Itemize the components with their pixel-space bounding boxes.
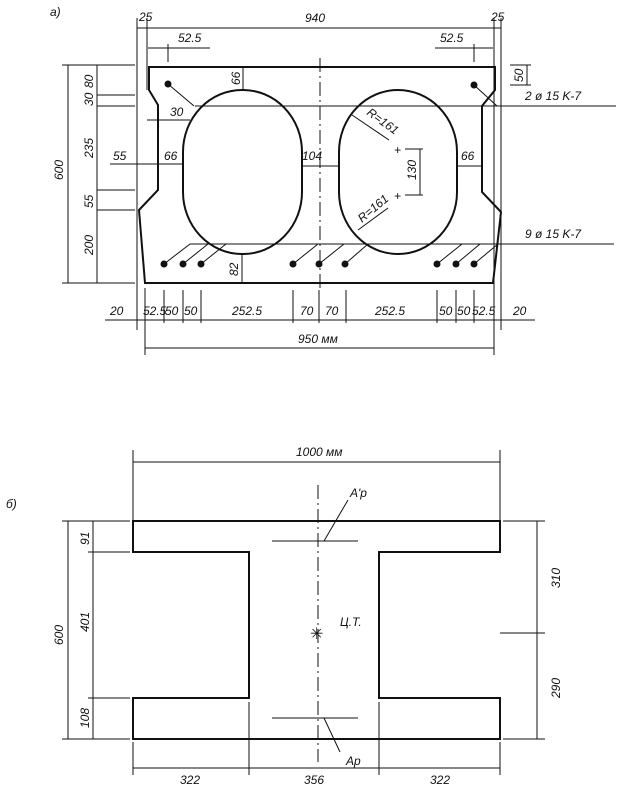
dim-108: 108 bbox=[78, 708, 92, 728]
dim-50-top: 50 bbox=[512, 68, 526, 82]
dim-30: 30 bbox=[82, 92, 96, 106]
dim-bottom: 20 bbox=[109, 304, 124, 318]
dim-bottom: 70 bbox=[300, 304, 314, 318]
center-cross-icon: + bbox=[394, 143, 401, 157]
dim-30-chamfer: 30 bbox=[170, 105, 184, 119]
dim-bottom: 50 bbox=[457, 304, 471, 318]
dim-401: 401 bbox=[78, 612, 92, 632]
bottom-strands bbox=[160, 243, 499, 268]
center-cross-icon: + bbox=[394, 189, 401, 203]
dim-235: 235 bbox=[82, 138, 96, 159]
dim-950: 950 мм bbox=[298, 332, 338, 346]
dim-bottom: 252.5 bbox=[374, 304, 405, 318]
dim-322-right: 322 bbox=[430, 773, 450, 787]
dim-600: 600 bbox=[52, 160, 66, 180]
dim-66-top: 66 bbox=[229, 71, 243, 85]
dim-bottom: 50 bbox=[165, 304, 179, 318]
dim-52-5-left: 52.5 bbox=[178, 31, 202, 45]
dim-356: 356 bbox=[304, 773, 324, 787]
label-ap-top: A'p bbox=[349, 486, 367, 500]
dim-52-5-right: 52.5 bbox=[440, 31, 464, 45]
dim-1000: 1000 мм bbox=[296, 445, 342, 459]
radius-top: R=161 bbox=[364, 105, 401, 137]
dim-bottom: 20 bbox=[512, 304, 527, 318]
i-section-outline bbox=[132, 520, 501, 740]
dim-940: 940 bbox=[305, 11, 325, 25]
top-reinforcement-label: 2 ø 15 K-7 bbox=[524, 89, 582, 103]
dim-bottom: 52.5 bbox=[143, 304, 167, 318]
dim-200: 200 bbox=[82, 235, 96, 256]
section-a: а) 940 25 25 52.5 52.5 2 ø 15 K-7 9 ø 15… bbox=[50, 5, 616, 355]
dim-290: 290 bbox=[549, 678, 563, 699]
void-right bbox=[338, 89, 458, 255]
dim-bottom: 52.5 bbox=[472, 304, 496, 318]
bottom-reinforcement-label: 9 ø 15 K-7 bbox=[525, 227, 582, 241]
dim-82: 82 bbox=[227, 262, 241, 276]
label-ap-bottom: Ap bbox=[345, 754, 361, 768]
dim-bottom: 252.5 bbox=[231, 304, 262, 318]
dim-130: 130 bbox=[405, 160, 419, 180]
dim-104: 104 bbox=[302, 149, 322, 163]
dim-322-left: 322 bbox=[180, 773, 200, 787]
section-a-label: а) bbox=[50, 5, 61, 19]
centroid-icon: ✳ bbox=[310, 626, 323, 643]
dim-25-right: 25 bbox=[490, 10, 505, 24]
centroid-label: Ц.Т. bbox=[340, 615, 362, 629]
dim-bottom: 50 bbox=[439, 304, 453, 318]
dim-600-b: 600 bbox=[52, 625, 66, 645]
dim-55: 55 bbox=[82, 194, 96, 208]
dim-66-left: 66 bbox=[164, 149, 178, 163]
dim-55-side: 55 bbox=[113, 149, 127, 163]
section-b: б) 1000 мм A'p Ap ✳ Ц.Т. 600 91 401 108 … bbox=[6, 445, 563, 787]
dim-bottom: 70 bbox=[325, 304, 339, 318]
dim-66-right: 66 bbox=[461, 149, 475, 163]
radius-bottom: R=161 bbox=[355, 192, 391, 226]
dim-bottom: 50 bbox=[184, 304, 198, 318]
hollow-core-slab-outline bbox=[137, 66, 503, 284]
dim-80: 80 bbox=[82, 74, 96, 88]
dim-91: 91 bbox=[78, 532, 92, 545]
dim-25-left: 25 bbox=[138, 10, 153, 24]
void-left bbox=[182, 89, 303, 255]
dim-310: 310 bbox=[549, 568, 563, 588]
section-b-label: б) bbox=[6, 497, 17, 511]
